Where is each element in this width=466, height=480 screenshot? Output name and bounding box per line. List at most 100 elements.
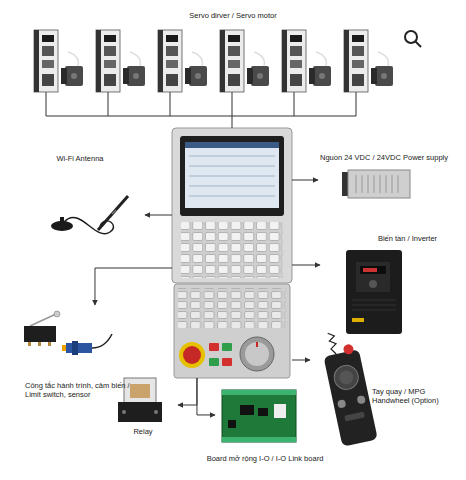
controller-unit bbox=[185, 142, 279, 208]
device-node: Wi-Fi Antenna bbox=[30, 150, 145, 245]
servo-bus bbox=[46, 116, 356, 117]
device-node: Board mở rộng I-O / I-O Link board bbox=[215, 384, 315, 474]
device-caption: Wi-Fi Antenna bbox=[40, 154, 120, 163]
connector-line bbox=[292, 265, 320, 266]
controller-unit bbox=[256, 342, 258, 347]
controller-unit bbox=[181, 222, 283, 278]
inverter bbox=[369, 280, 377, 288]
controller-unit bbox=[222, 358, 232, 366]
device-caption: Biến tần / Inverter bbox=[365, 234, 450, 243]
inverter bbox=[352, 318, 364, 322]
device-node: Nguồn 24 VDC / 24VDC Power supply bbox=[318, 150, 448, 205]
wifi-antenna bbox=[112, 210, 116, 214]
mpg-handwheel bbox=[328, 332, 338, 355]
controller-unit bbox=[189, 156, 275, 157]
controller-unit bbox=[172, 128, 292, 283]
controller-unit bbox=[178, 288, 286, 328]
magnifier-icon bbox=[416, 42, 422, 48]
power-supply bbox=[386, 175, 387, 193]
limit-switch-sensor bbox=[30, 314, 56, 326]
inverter bbox=[346, 250, 402, 334]
magnifier-icon bbox=[405, 31, 417, 43]
mpg-handwheel bbox=[319, 328, 378, 447]
io-link-board bbox=[222, 390, 296, 442]
device-node bbox=[172, 128, 292, 378]
magnifier-icon bbox=[405, 31, 421, 47]
inverter bbox=[352, 300, 396, 301]
limit-switch-sensor bbox=[54, 311, 60, 317]
servo-units bbox=[34, 30, 83, 92]
connector-line bbox=[95, 268, 172, 305]
limit-switch-sensor bbox=[24, 326, 56, 342]
servo-units bbox=[282, 30, 331, 92]
relay bbox=[118, 402, 162, 422]
mpg-handwheel bbox=[323, 349, 377, 446]
relay bbox=[130, 384, 150, 398]
device-node: Tay quay / MPG Handwheel (Option) bbox=[310, 335, 460, 455]
mpg-handwheel bbox=[337, 399, 346, 408]
device-caption: Relay bbox=[108, 427, 178, 436]
power-supply bbox=[348, 170, 410, 198]
connector-line bbox=[178, 378, 197, 405]
device-caption: Tay quay / MPG Handwheel (Option) bbox=[372, 387, 462, 405]
io-link-board bbox=[222, 437, 296, 442]
device-node: Servo dirver / Servo motor bbox=[28, 8, 438, 116]
inverter bbox=[360, 266, 386, 274]
controller-unit bbox=[174, 284, 290, 378]
controller-unit bbox=[209, 358, 219, 366]
inverter bbox=[356, 262, 390, 292]
servo-units bbox=[220, 30, 269, 92]
servo-bus bbox=[46, 92, 356, 116]
power-supply bbox=[362, 175, 363, 193]
connector-line bbox=[145, 215, 172, 216]
limit-switch-sensor bbox=[28, 342, 31, 346]
mpg-handwheel bbox=[338, 369, 355, 386]
connector-line bbox=[197, 378, 215, 415]
wifi-antenna bbox=[98, 196, 128, 230]
limit-switch-sensor bbox=[48, 342, 51, 346]
controller-unit bbox=[189, 186, 275, 187]
device-node: Relay bbox=[108, 370, 178, 440]
io-link-board bbox=[222, 390, 296, 395]
servo-bus bbox=[108, 92, 109, 116]
power-supply bbox=[374, 175, 375, 193]
connector-line bbox=[292, 180, 318, 181]
servo-units bbox=[344, 30, 393, 92]
device-caption: Board mở rộng I-O / I-O Link board bbox=[200, 454, 330, 463]
device-node: Biến tần / Inverter bbox=[320, 232, 450, 342]
inverter bbox=[352, 300, 396, 310]
power-supply bbox=[380, 175, 381, 193]
controller-unit bbox=[245, 342, 269, 366]
mpg-handwheel bbox=[332, 363, 360, 391]
controller-unit bbox=[180, 136, 284, 216]
limit-switch-sensor bbox=[92, 334, 112, 348]
limit-switch-sensor bbox=[72, 341, 78, 355]
power-supply bbox=[356, 175, 357, 193]
io-link-board bbox=[258, 408, 268, 416]
limit-switch-sensor bbox=[24, 311, 112, 355]
mpg-handwheel bbox=[343, 343, 355, 355]
servo-units bbox=[96, 30, 145, 92]
limit-switch-sensor bbox=[66, 343, 92, 353]
mpg-handwheel bbox=[344, 412, 365, 422]
controller-unit bbox=[189, 176, 275, 177]
controller-unit bbox=[189, 166, 275, 167]
controller-unit bbox=[209, 343, 219, 351]
servo-bus bbox=[170, 92, 171, 116]
device-caption: Công tắc hành trình, cảm biến / Limit sw… bbox=[25, 381, 143, 399]
device-caption: Servo dirver / Servo motor bbox=[28, 11, 438, 20]
connector-line bbox=[292, 360, 310, 361]
inverter bbox=[352, 310, 396, 311]
inverter bbox=[346, 250, 402, 334]
wifi-antenna bbox=[51, 196, 128, 234]
wifi-antenna bbox=[60, 217, 64, 225]
io-link-board bbox=[228, 420, 236, 428]
relay bbox=[154, 410, 158, 414]
inverter bbox=[363, 268, 377, 272]
controller-unit bbox=[183, 346, 201, 364]
power-supply bbox=[356, 175, 398, 193]
servo-bus bbox=[46, 92, 47, 116]
controller-unit bbox=[181, 222, 283, 278]
controller-unit bbox=[222, 343, 232, 351]
servo-bus bbox=[294, 92, 295, 116]
